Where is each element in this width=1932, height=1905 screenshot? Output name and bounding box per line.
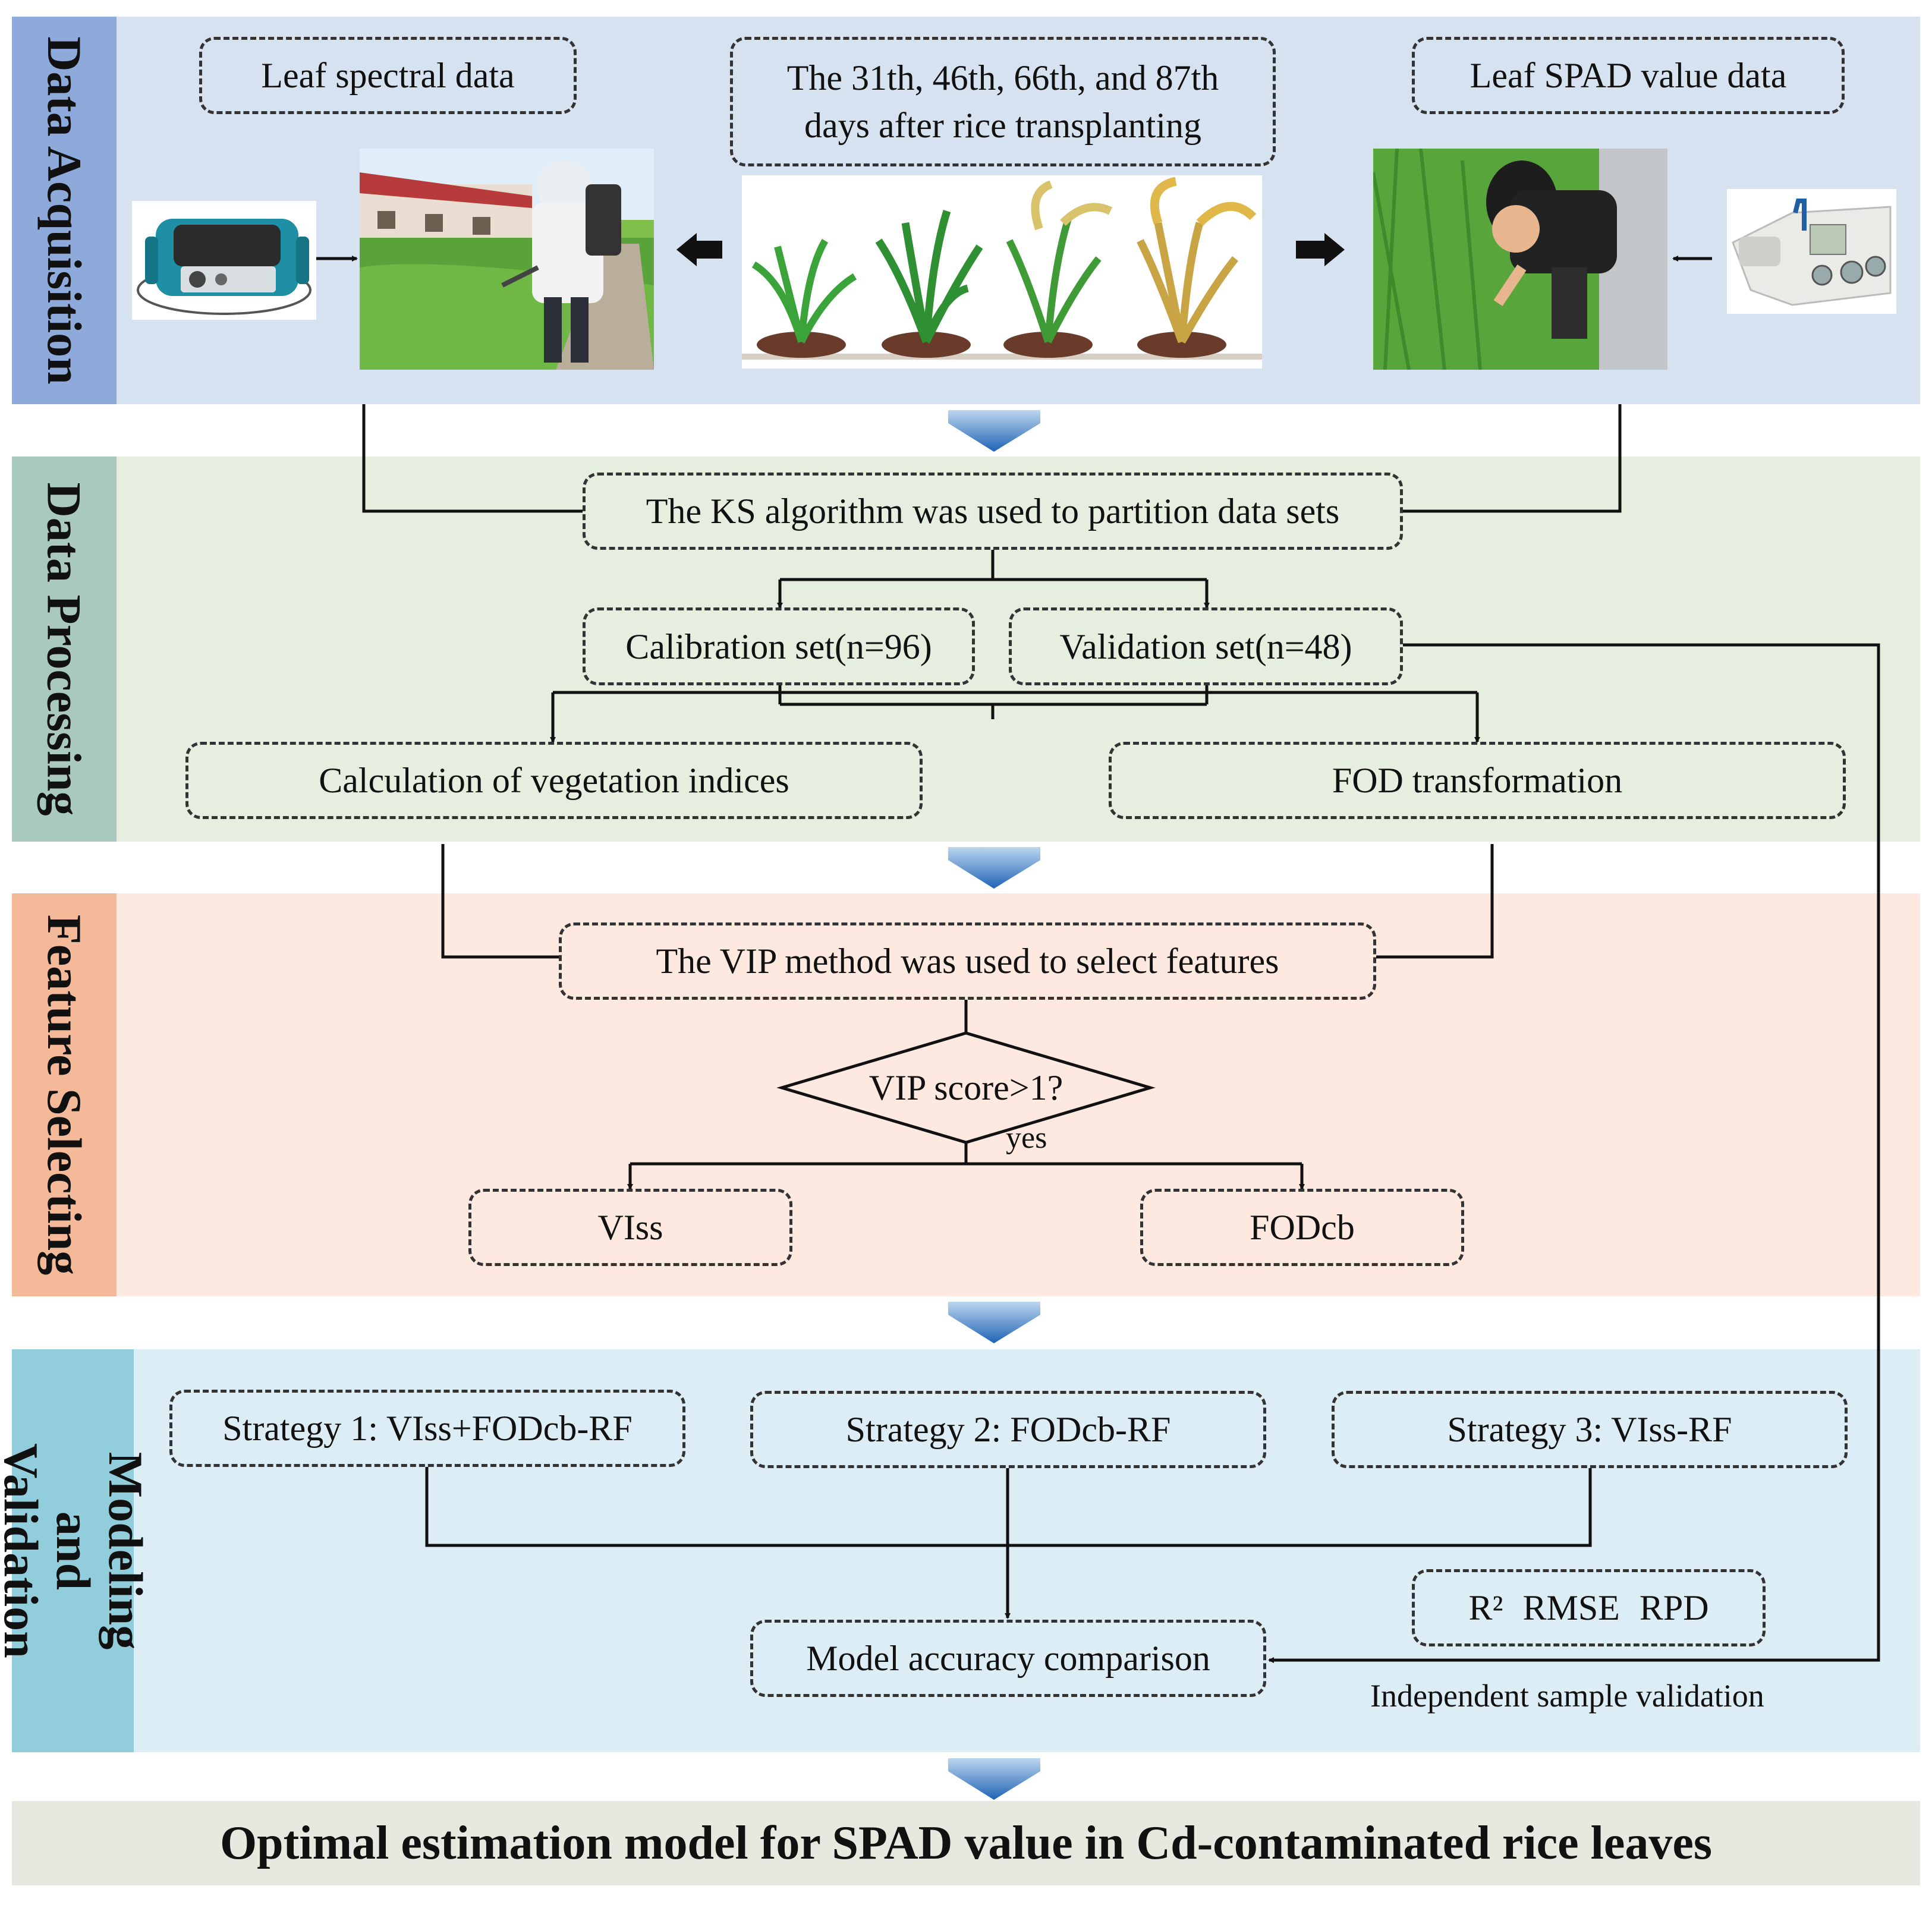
vegetation-indices-text: Calculation of vegetation indices: [319, 761, 789, 800]
viss-text: VIss: [597, 1208, 663, 1247]
viss-box: VIss: [468, 1189, 792, 1266]
stage-arrow-2: [948, 847, 1040, 889]
fodcb-text: FODcb: [1250, 1208, 1355, 1247]
fod-transformation-text: FOD transformation: [1332, 761, 1623, 800]
vip-method-box: The VIP method was used to select featur…: [559, 922, 1376, 1000]
stage-label-acquisition: Data Acquisition: [12, 17, 117, 404]
strategy2-text: Strategy 2: FODcb-RF: [845, 1410, 1171, 1449]
ks-algorithm-text: The KS algorithm was used to partition d…: [646, 492, 1340, 531]
validation-set-text: Validation set(n=48): [1059, 626, 1352, 666]
rice-growth-stages: [742, 175, 1262, 369]
days-line1: The 31th, 46th, 66th, and 87th: [786, 58, 1219, 97]
spad-meter-icon: [1727, 189, 1896, 314]
model-accuracy-comparison-box: Model accuracy comparison: [750, 1620, 1266, 1697]
stage-feature-selecting: [12, 893, 1920, 1296]
days-after-transplanting-box: The 31th, 46th, 66th, and 87th days afte…: [730, 37, 1276, 166]
strategy3-text: Strategy 3: VIss-RF: [1447, 1410, 1732, 1449]
days-line2: days after rice transplanting: [804, 106, 1202, 145]
vip-decision-text: VIP score>1?: [869, 1068, 1063, 1107]
calibration-set-text: Calibration set(n=96): [625, 626, 932, 666]
field-photo-spectral: [360, 149, 654, 370]
vip-method-text: The VIP method was used to select featur…: [656, 942, 1279, 981]
spectroradiometer-icon: [132, 201, 316, 320]
calibration-set-box: Calibration set(n=96): [583, 607, 975, 685]
independent-sample-validation-label: Independent sample validation: [1370, 1678, 1764, 1714]
leaf-spad-data-text: Leaf SPAD value data: [1470, 56, 1787, 95]
fodcb-box: FODcb: [1140, 1189, 1464, 1266]
ks-algorithm-box: The KS algorithm was used to partition d…: [583, 473, 1403, 550]
stage-arrow-1: [948, 410, 1040, 452]
stage-label-processing: Data Processing: [12, 456, 117, 842]
validation-set-box: Validation set(n=48): [1009, 607, 1403, 685]
vip-decision-label: VIP score>1?: [820, 1064, 1112, 1111]
strategy2-box: Strategy 2: FODcb-RF: [750, 1391, 1266, 1468]
stage-data-processing: [12, 456, 1920, 842]
stage-label-modeling: Modeling and Validation: [0, 1349, 153, 1752]
model-accuracy-comparison-text: Model accuracy comparison: [806, 1639, 1210, 1678]
stage-arrow-4: [948, 1758, 1040, 1800]
metrics-text: R² RMSE RPD: [1468, 1588, 1709, 1627]
final-result-bar: Optimal estimation model for SPAD value …: [12, 1801, 1920, 1885]
fod-transformation-box: FOD transformation: [1109, 742, 1846, 819]
strategy1-text: Strategy 1: VIss+FODcb-RF: [222, 1409, 633, 1448]
final-result-text: Optimal estimation model for SPAD value …: [219, 1816, 1713, 1869]
vegetation-indices-box: Calculation of vegetation indices: [185, 742, 923, 819]
leaf-spectral-data-text: Leaf spectral data: [261, 56, 515, 95]
stage-label-feature: Feature Selecting: [12, 893, 117, 1296]
leaf-spectral-data-box: Leaf spectral data: [199, 37, 577, 114]
leaf-spad-data-box: Leaf SPAD value data: [1412, 37, 1845, 114]
stage-arrow-3: [948, 1302, 1040, 1343]
strategy3-box: Strategy 3: VIss-RF: [1332, 1391, 1848, 1468]
stage-modeling-validation: [12, 1349, 1920, 1752]
strategy1-box: Strategy 1: VIss+FODcb-RF: [169, 1390, 685, 1467]
metrics-box: R² RMSE RPD: [1412, 1569, 1766, 1646]
yes-label: yes: [1006, 1121, 1047, 1155]
field-photo-spad: [1373, 149, 1667, 370]
